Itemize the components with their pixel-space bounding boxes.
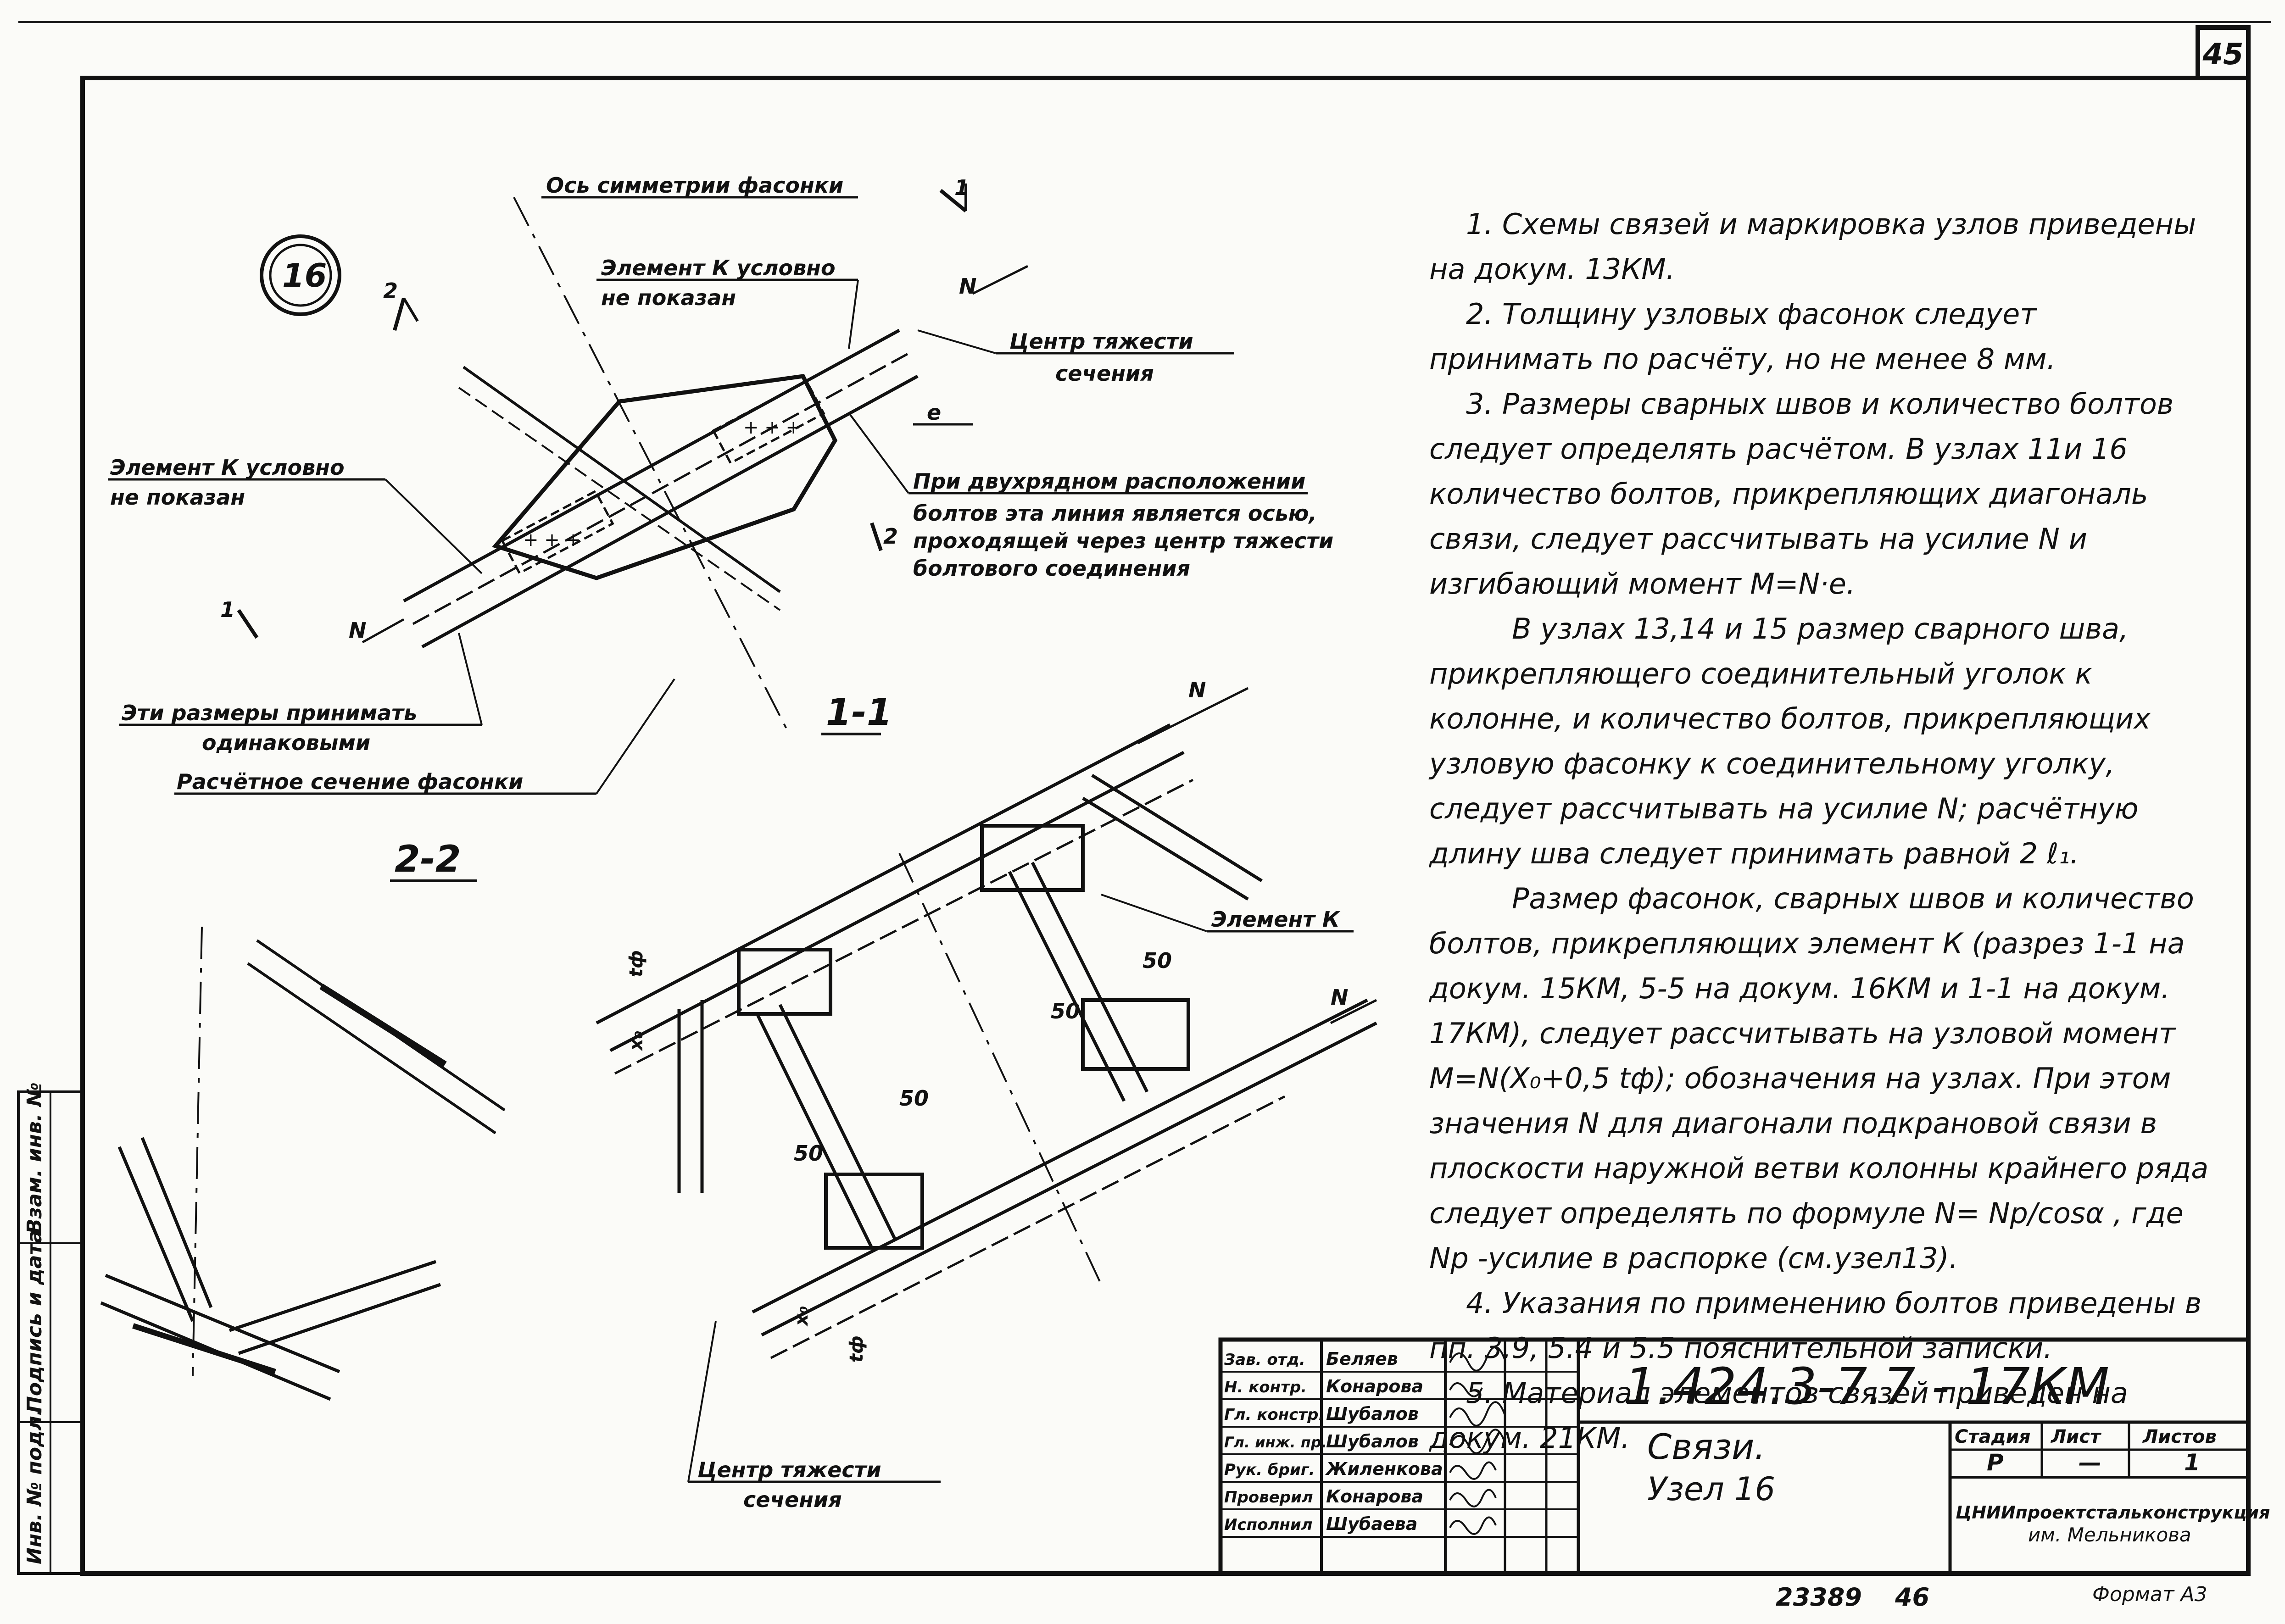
section-mark-1b: 1	[220, 597, 235, 622]
role-name: Беляев	[1326, 1349, 1398, 1369]
role-label: Гл. инж. пр.	[1224, 1434, 1327, 1451]
label-element-k-top-2: не показан	[601, 285, 736, 310]
x0-bottom: x₀	[791, 1306, 812, 1327]
title-block	[1218, 1337, 2251, 1576]
role-name: Жиленкова	[1325, 1459, 1443, 1479]
role-label: Проверил	[1224, 1488, 1313, 1507]
sheet-value: —	[2079, 1449, 2101, 1476]
note-3-cont-a: В узлах 13,14 и 15 размер сварного шва, …	[1429, 612, 2151, 870]
note-5: 5. Материал элементов связей приведен на…	[1429, 1376, 2128, 1455]
general-notes: 1. Схемы связей и маркировка узлов приве…	[1429, 202, 2209, 1461]
footer-page: 46	[1895, 1583, 1929, 1612]
force-n-section-top: N	[1188, 678, 1206, 702]
label-element-k-left-1: Элемент К условно	[110, 455, 345, 480]
role-label: Н. контр.	[1224, 1378, 1307, 1396]
sheet-frame	[80, 76, 2251, 1576]
page-number: 45	[2202, 38, 2243, 72]
force-n-bottom: N	[349, 618, 367, 643]
label-two-row-1: При двухрядном расположении	[913, 469, 1305, 494]
note-3-cont-b: Размер фасонок, сварных швов и количеств…	[1429, 882, 2209, 1275]
sheets-header: Листов	[2142, 1426, 2217, 1447]
section-2-2-view	[100, 926, 506, 1401]
sheets-value: 1	[2184, 1449, 2200, 1476]
section-title-2-2: 2-2	[395, 838, 461, 880]
section-mark-2b: 2	[883, 524, 898, 549]
document-code: 1.424.3-7.7 - 17КМ	[1624, 1357, 2109, 1416]
t-phi-bottom: tф	[846, 1335, 867, 1363]
label-equal-dims-2: одинаковыми	[202, 730, 370, 755]
label-element-k-top-1: Элемент К условно	[601, 256, 836, 280]
x0-top: x₀	[626, 1031, 647, 1051]
section-title-1-1: 1-1	[826, 691, 892, 734]
role-name: Конарова	[1326, 1486, 1423, 1507]
svg-text:+ + +: + + +	[743, 417, 801, 438]
title-line-2: Узел 16	[1647, 1470, 1775, 1508]
stamp-replace-inv: Взам. инв. №	[23, 1082, 46, 1234]
node-16-plan-view: + + + + + +	[108, 184, 1308, 795]
title-line-1: Связи.	[1647, 1426, 1766, 1467]
note-2: 2. Толщину узловых фасонок следует прини…	[1429, 297, 2056, 376]
stamp-inv-no: Инв. № подл.	[23, 1408, 46, 1564]
node-marker-circle	[260, 234, 341, 316]
role-name: Шубалов	[1326, 1431, 1419, 1452]
role-name: Шубалов	[1326, 1404, 1419, 1424]
org-line-2: им. Мельникова	[2028, 1524, 2191, 1546]
label-element-k-left-2: не показан	[110, 485, 245, 510]
label-axis-symmetry: Ось симметрии фасонки	[546, 173, 843, 198]
label-two-row-4: болтового соединения	[913, 556, 1190, 581]
sheet-header: Лист	[2051, 1426, 2102, 1447]
section-mark-2a: 2	[383, 278, 398, 303]
role-name: Шубаева	[1326, 1514, 1417, 1534]
label-center-gravity-1: Центр тяжести	[1009, 329, 1193, 354]
footer-format: Формат А3	[2092, 1583, 2207, 1606]
label-design-section: Расчётное сечение фасонки	[177, 769, 523, 794]
note-4: 4. Указания по применению болтов приведе…	[1429, 1286, 2202, 1365]
node-marker-label: 16	[282, 257, 327, 295]
dim-50-c: 50	[899, 1086, 929, 1111]
label-center-gravity-2: сечения	[1055, 361, 1154, 386]
title-block-roles: Зав. отд. Беляев Н. контр. Конарова Гл. …	[1224, 1349, 1443, 1534]
force-n-top: N	[959, 274, 977, 299]
label-equal-dims-1: Эти размеры принимать	[122, 701, 417, 725]
note-1: 1. Схемы связей и маркировка узлов приве…	[1429, 207, 2196, 286]
label-two-row-3: проходящей через центр тяжести	[913, 528, 1333, 553]
section-1-1-view	[596, 687, 1377, 1483]
role-label: Рук. бриг.	[1224, 1461, 1315, 1479]
stage-value: Р	[1987, 1449, 2004, 1476]
section-mark-1a: 1	[954, 175, 969, 200]
label-element-k: Элемент К	[1211, 907, 1341, 932]
label-two-row-2: болтов эта линия является осью,	[913, 501, 1317, 526]
force-n-section-right: N	[1331, 985, 1349, 1010]
role-label: Исполнил	[1224, 1516, 1313, 1534]
label-e: е	[927, 400, 941, 425]
role-label: Зав. отд.	[1224, 1351, 1305, 1369]
svg-text:+ + +: + + +	[523, 529, 581, 551]
label-center-gravity-b2: сечения	[743, 1487, 842, 1512]
note-3: 3. Размеры сварных швов и количество бол…	[1429, 387, 2174, 601]
stamp-signature-date: Подпись и дата	[23, 1229, 46, 1413]
dim-50-b: 50	[1051, 999, 1080, 1023]
page-number-box	[2196, 25, 2251, 80]
label-center-gravity-b1: Центр тяжести	[697, 1457, 881, 1482]
signatures	[1449, 1346, 1506, 1535]
org-line-1: ЦНИИпроектстальконструкция	[1956, 1502, 2270, 1523]
dim-50-a: 50	[1142, 948, 1172, 973]
stage-header: Стадия	[1955, 1426, 2031, 1447]
role-label: Гл. констр.	[1224, 1406, 1324, 1424]
dim-50-d: 50	[794, 1141, 823, 1166]
footer-inventory: 23389	[1776, 1583, 1862, 1612]
side-stamp: Инв. № подл. Подпись и дата Взам. инв. №	[17, 1082, 84, 1575]
role-name: Конарова	[1326, 1376, 1423, 1396]
t-phi-top: tф	[626, 950, 647, 977]
